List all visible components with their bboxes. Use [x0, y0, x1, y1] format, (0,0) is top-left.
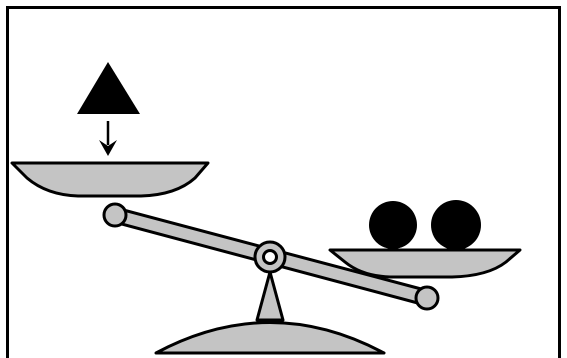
right-pan	[328, 248, 522, 279]
stand-base	[154, 270, 386, 355]
stand-dome	[154, 321, 386, 355]
ball-weight-2	[431, 200, 481, 250]
triangle-weight-icon	[77, 62, 140, 114]
down-arrow-icon	[99, 121, 117, 156]
beam-end-left	[102, 202, 128, 228]
pivot-inner	[262, 249, 278, 265]
stand-post	[255, 270, 285, 322]
arrow-head	[99, 140, 117, 156]
frame-border	[6, 6, 561, 358]
beam-end-right	[414, 285, 440, 311]
ball-weights	[369, 200, 481, 250]
left-pan	[10, 161, 210, 198]
pivot-ring	[253, 240, 287, 274]
ball-weight-1	[369, 201, 417, 249]
